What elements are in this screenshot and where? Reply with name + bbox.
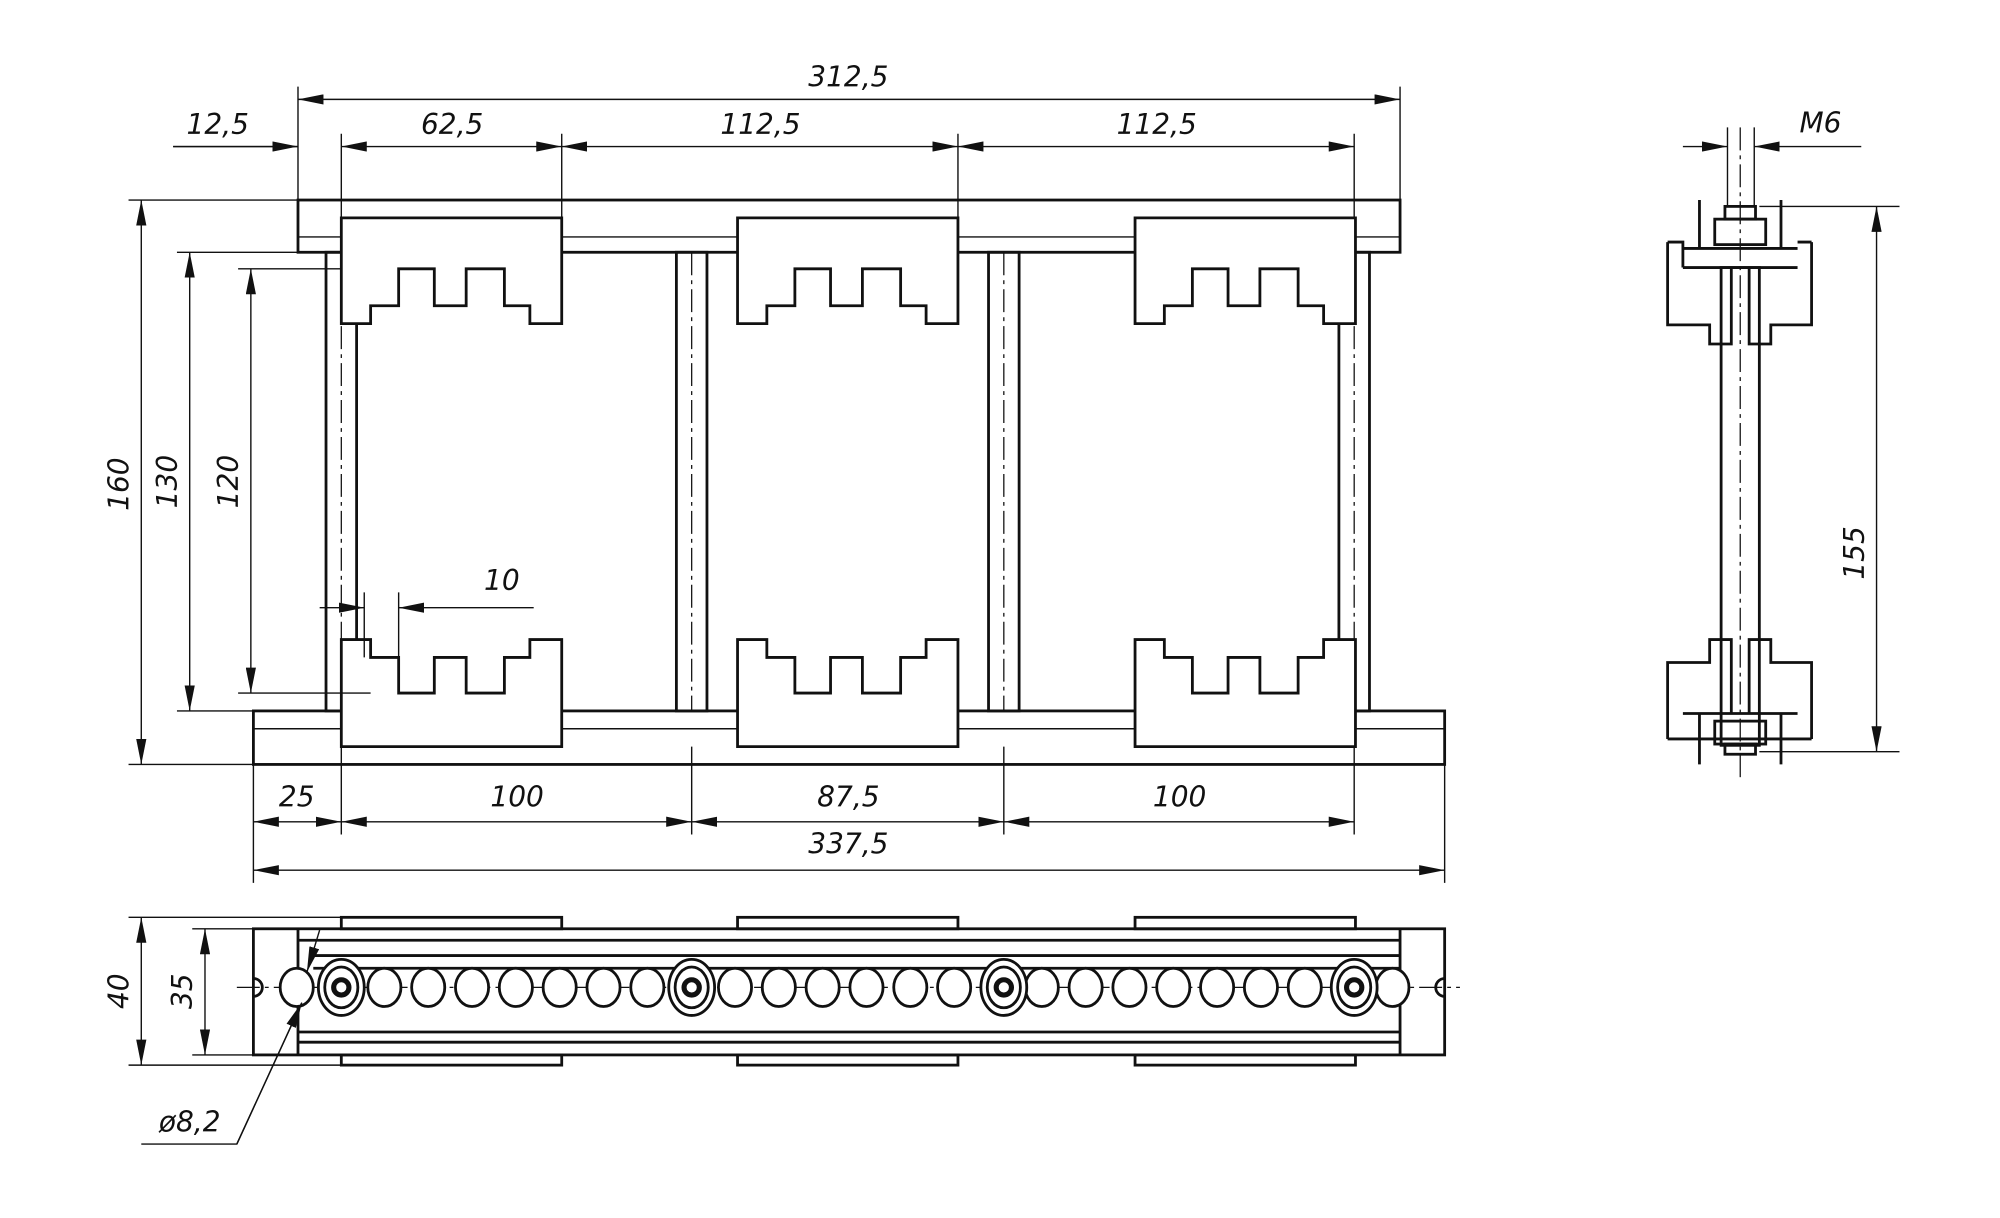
dim-m6: M6 xyxy=(1799,107,1841,140)
dim-160: 160 xyxy=(103,457,136,510)
block-tab-bottom xyxy=(736,1053,960,1067)
dim-112-5-b: 112,5 xyxy=(1117,108,1197,141)
top-comb-block xyxy=(339,216,564,326)
hole xyxy=(1242,966,1279,1008)
bolt-head xyxy=(681,977,702,998)
block-tab-top xyxy=(1133,915,1357,931)
dim-337-5: 337,5 xyxy=(808,828,888,861)
bolt-nut xyxy=(985,965,1022,1010)
block-tab-bottom xyxy=(1133,1053,1357,1067)
bottom-comb-block xyxy=(339,638,564,748)
hole xyxy=(804,966,841,1008)
dim-40: 40 xyxy=(103,973,136,1009)
bolt-nut xyxy=(1336,965,1373,1010)
bolt-nut xyxy=(323,965,360,1010)
hole xyxy=(1067,966,1104,1008)
block-tab-top xyxy=(736,915,960,931)
hole xyxy=(1155,966,1192,1008)
hole-row xyxy=(278,957,1411,1017)
dim-100-b: 100 xyxy=(1153,780,1206,813)
dim-10: 10 xyxy=(484,564,520,597)
dim-87-5: 87,5 xyxy=(817,780,879,813)
dim-35: 35 xyxy=(166,973,199,1009)
hole xyxy=(366,966,403,1008)
dim-100-a: 100 xyxy=(490,780,543,813)
hole xyxy=(541,966,578,1008)
hole xyxy=(278,966,315,1008)
hole xyxy=(454,966,490,1008)
hole xyxy=(410,966,447,1008)
hole xyxy=(1111,966,1148,1008)
side-view: M6 155 xyxy=(1666,107,1900,778)
dim-130: 130 xyxy=(151,455,184,508)
hole xyxy=(892,966,929,1008)
front-view xyxy=(252,198,1447,766)
hole xyxy=(848,966,885,1008)
bottom-comb-block xyxy=(736,638,960,748)
hole xyxy=(1023,966,1060,1008)
block-tab-bottom xyxy=(339,1053,564,1067)
dim-hole-diameter: ø8,2 xyxy=(158,1105,221,1138)
block-tab-top xyxy=(339,915,564,931)
dim-25: 25 xyxy=(279,780,315,813)
bolt-head xyxy=(993,977,1015,998)
vertical-posts xyxy=(324,250,1371,713)
hole xyxy=(1199,966,1236,1008)
bottom-view: 40 35 ø8,2 xyxy=(103,915,1460,1145)
dim-155: 155 xyxy=(1838,526,1871,579)
hole xyxy=(585,966,622,1008)
dim-62-5: 62,5 xyxy=(421,108,483,141)
hole xyxy=(1374,966,1411,1008)
dim-120: 120 xyxy=(212,455,245,508)
top-comb-block xyxy=(1133,216,1357,326)
block-tabs xyxy=(339,915,1357,1067)
top-comb-block xyxy=(736,216,960,326)
bolt-head xyxy=(331,977,352,998)
hole xyxy=(1286,966,1323,1008)
bottom-comb-block xyxy=(1133,638,1357,748)
hole xyxy=(760,966,797,1008)
bolt-head xyxy=(1343,977,1365,998)
hole xyxy=(936,966,973,1008)
dim-12-5: 12,5 xyxy=(187,108,249,141)
comb-blocks xyxy=(339,216,1357,748)
hole xyxy=(629,966,666,1008)
bolt-nut xyxy=(673,965,710,1010)
hole xyxy=(497,966,534,1008)
dim-112-5-a: 112,5 xyxy=(720,108,800,141)
dim-312-5: 312,5 xyxy=(808,61,888,94)
front-dimensions: 312,5 12,5 62,5 112,5 112,5 160 130 120 … xyxy=(103,61,1446,883)
hole xyxy=(717,966,753,1008)
